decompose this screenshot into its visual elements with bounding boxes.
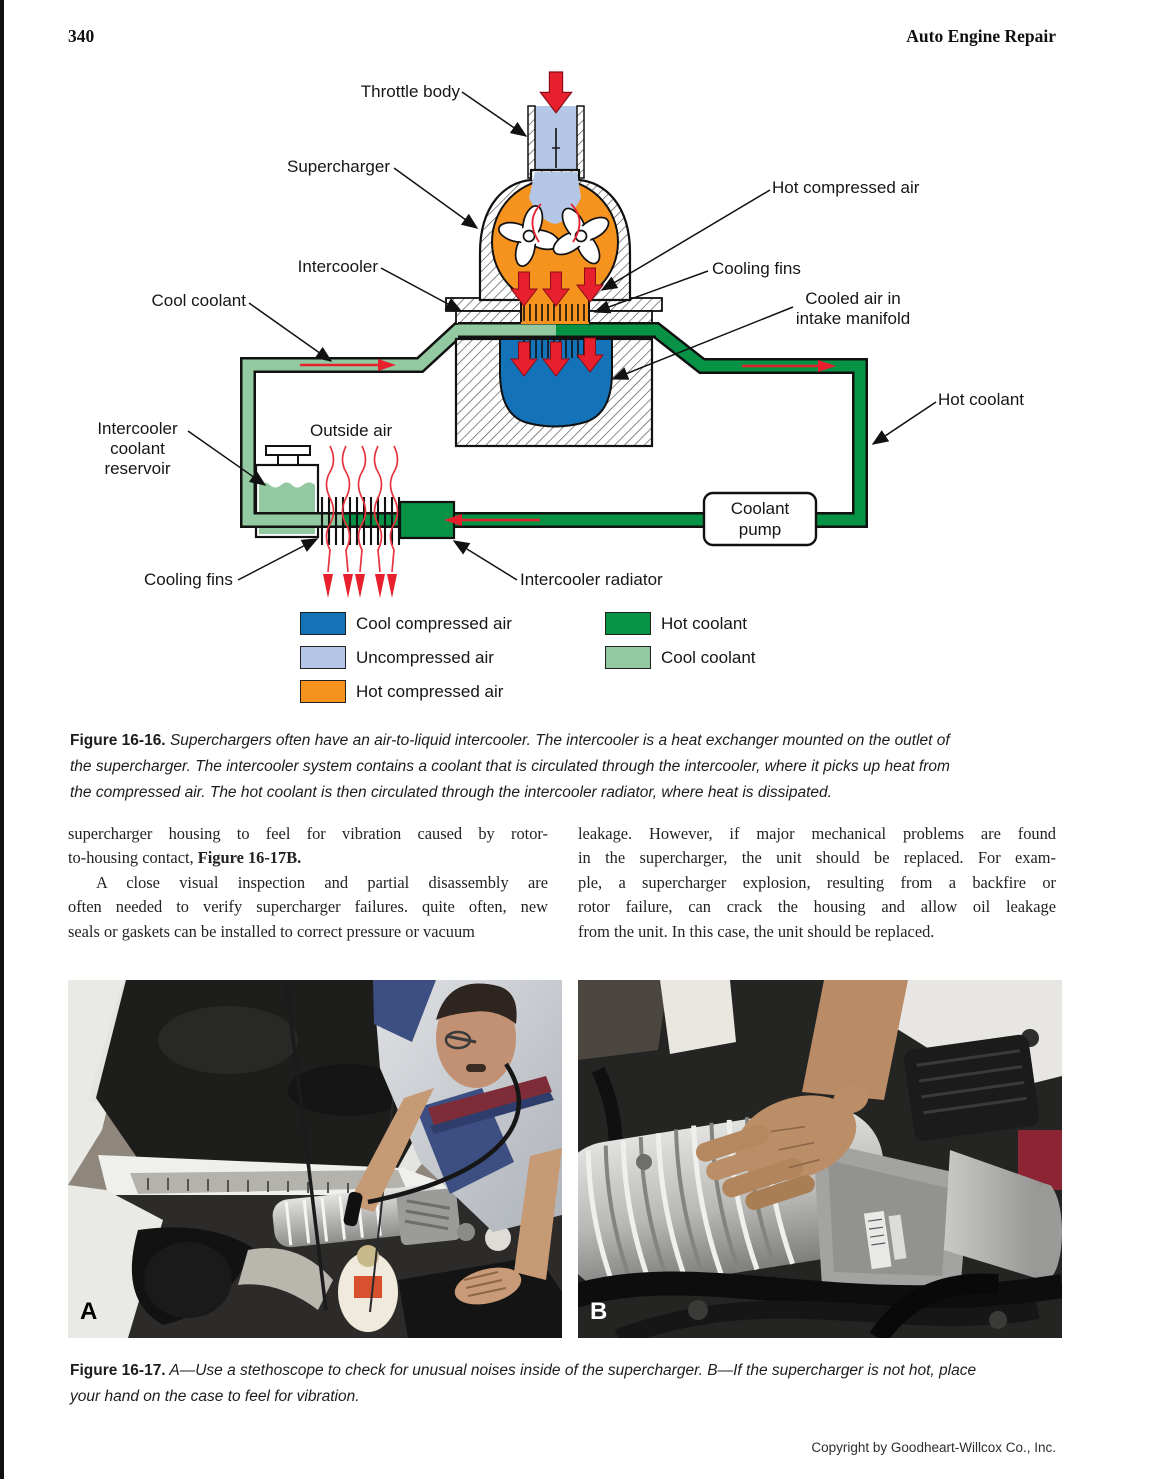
outside-air-arrowheads — [323, 574, 397, 598]
photo-hand-on-supercharger: B — [578, 980, 1062, 1338]
outside-air-flow-lines — [325, 445, 399, 573]
legend-swatch-hot-coolant — [605, 612, 651, 635]
label-cool-coolant: Cool coolant — [151, 291, 246, 310]
body-text: to-housing contact, — [68, 848, 198, 868]
figure-16-17-label: Figure 16-17. — [70, 1362, 166, 1379]
label-hot-compressed-air: Hot compressed air — [772, 178, 920, 197]
photo-technician-stethoscope: A — [68, 980, 562, 1338]
body-line: from the unit. In this case, the unit sh… — [578, 921, 935, 941]
label-supercharger: Supercharger — [286, 157, 390, 176]
label-cooling-fins-top: Cooling fins — [712, 259, 801, 278]
label-outside-air: Outside air — [310, 421, 393, 440]
caption-line: the compressed air. The hot coolant is t… — [70, 784, 832, 801]
label-cooled-air-line1: Cooled air in — [805, 289, 901, 308]
legend-label: Cool compressed air — [356, 613, 512, 633]
scan-edge — [0, 0, 4, 1479]
label-reservoir-line1: Intercooler — [97, 419, 178, 438]
leader-lines — [187, 91, 937, 581]
radiator-cooling-fins — [320, 497, 401, 545]
body-column-right: leakage. However, if major mechanical pr… — [578, 822, 1056, 944]
body-line: leakage. However, if major mechanical pr… — [578, 824, 1056, 843]
body-line: in the supercharger, the unit should be … — [578, 848, 1056, 868]
caption-line: your hand on the case to feel for vibrat… — [70, 1388, 360, 1405]
body-line: ple, a supercharger explosion, resulting… — [578, 872, 1056, 892]
running-head: Auto Engine Repair — [906, 26, 1056, 46]
body-line: often needed to verify supercharger fail… — [68, 897, 548, 917]
label-coolant-pump-line1: Coolant — [730, 499, 790, 518]
label-reservoir-line2: coolant — [110, 439, 165, 458]
label-coolant-pump: Coolant pump — [704, 498, 816, 540]
legend-label: Hot coolant — [661, 613, 747, 633]
caption-line: Figure 16-17. A—Use a stethoscope to che… — [70, 1358, 1092, 1384]
figure-reference: Figure 16-17B. — [197, 848, 302, 868]
label-reservoir-line3: reservoir — [104, 459, 171, 478]
caption-text: Superchargers often have an air-to-liqui… — [169, 732, 950, 749]
caption-line: the supercharger. The intercooler system… — [70, 758, 950, 775]
body-line: seals or gaskets can be installed to cor… — [68, 921, 475, 941]
caption-line: Figure 16-16. Superchargers often have a… — [70, 728, 1092, 754]
label-reservoir: Intercooler coolant reservoir — [85, 419, 190, 479]
coolant-pump-box — [702, 491, 818, 547]
intercooler-fins — [523, 304, 585, 321]
legend-item-cool-coolant: Cool coolant — [605, 646, 756, 669]
page-number: 340 — [68, 26, 95, 46]
photo-b-letter: B — [590, 1298, 608, 1325]
copyright-notice: Copyright by Goodheart-Willcox Co., Inc. — [811, 1440, 1056, 1455]
label-intercooler: Intercooler — [297, 257, 378, 276]
body-line: rotor failure, can crack the housing and… — [578, 897, 1056, 917]
figure-16-16-label: Figure 16-16. — [70, 732, 166, 749]
legend-swatch-cool-coolant — [605, 646, 651, 669]
legend-label: Cool coolant — [661, 647, 756, 667]
legend-item-hot-compressed-air: Hot compressed air — [300, 680, 503, 703]
label-intercooler-radiator: Intercooler radiator — [520, 570, 663, 589]
body-line: A close visual inspection and partial di… — [96, 872, 548, 892]
legend-label: Uncompressed air — [356, 647, 494, 667]
label-cooled-air-line2: intake manifold — [795, 309, 911, 328]
legend-swatch-cool-compressed-air — [300, 612, 346, 635]
figure-16-16-caption: Figure 16-16. Superchargers often have a… — [70, 728, 1092, 806]
intercooler-system-diagram — [187, 71, 937, 598]
photo-a-letter: A — [80, 1298, 98, 1325]
label-cooling-fins-bottom: Cooling fins — [144, 570, 233, 589]
coolant-flow-arrows — [300, 359, 836, 526]
label-throttle-body: Throttle body — [360, 82, 460, 101]
legend-swatch-uncompressed-air — [300, 646, 346, 669]
legend-swatch-hot-compressed-air — [300, 680, 346, 703]
air-flow-arrows — [509, 71, 605, 377]
label-coolant-pump-line2: pump — [738, 520, 782, 539]
legend-label: Hot compressed air — [356, 681, 504, 701]
caption-text: A—Use a stethoscope to check for unusual… — [169, 1362, 977, 1379]
body-line: supercharger housing to feel for vibrati… — [68, 824, 548, 843]
legend-item-uncompressed-air: Uncompressed air — [300, 646, 494, 669]
figure-16-17-caption: Figure 16-17. A—Use a stethoscope to che… — [70, 1358, 1092, 1410]
label-hot-coolant: Hot coolant — [938, 390, 1024, 409]
body-line: to-housing contact, Figure 16-17B. — [68, 846, 548, 870]
legend-item-cool-compressed-air: Cool compressed air — [300, 612, 512, 635]
label-cooled-air: Cooled air in intake manifold — [788, 289, 918, 329]
legend-item-hot-coolant: Hot coolant — [605, 612, 747, 635]
supercharger-assembly — [445, 105, 663, 448]
body-column-left: supercharger housing to feel for vibrati… — [68, 822, 548, 944]
